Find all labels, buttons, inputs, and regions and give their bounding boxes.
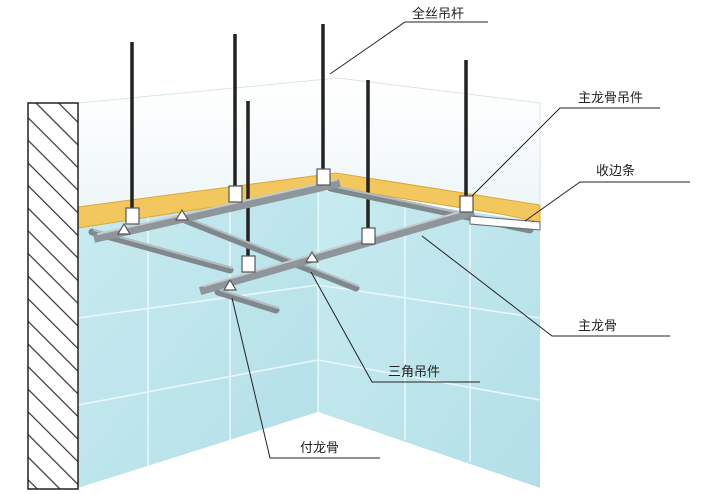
label-secondary-keel: 付龙骨 bbox=[300, 441, 339, 456]
label-main-keel-hanger: 主龙骨吊件 bbox=[578, 91, 643, 106]
perimeter-beam bbox=[77, 172, 541, 229]
hanger-clips bbox=[116, 168, 474, 291]
floor bbox=[78, 412, 540, 488]
secondary-keels bbox=[88, 184, 534, 314]
leader-lines bbox=[231, 21, 690, 459]
masonry-wall bbox=[27, 102, 79, 490]
left-tiled-wall bbox=[78, 190, 318, 488]
hanger-rods bbox=[130, 24, 468, 258]
right-tiled-wall bbox=[318, 190, 540, 488]
main-keels bbox=[93, 178, 475, 295]
label-triangle-hanger: 三角吊件 bbox=[388, 365, 440, 380]
label-edge-strip: 收边条 bbox=[596, 163, 635, 179]
label-hanger-rod: 全丝吊杆 bbox=[412, 6, 464, 22]
edge-strip bbox=[469, 215, 541, 231]
tile-grid bbox=[77, 190, 541, 466]
label-main-keel: 主龙骨 bbox=[578, 319, 617, 334]
